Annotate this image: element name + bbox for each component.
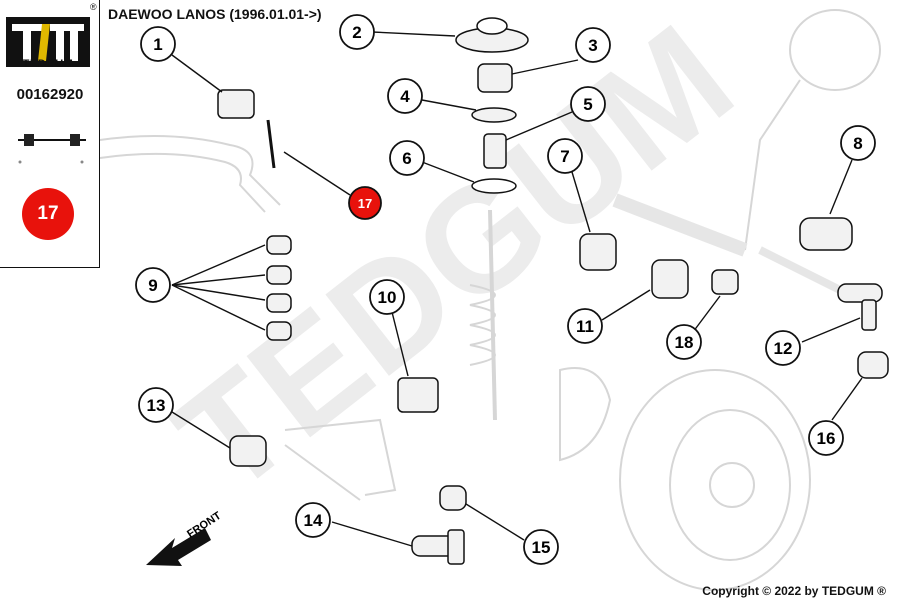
part-number: 00162920 xyxy=(16,86,84,103)
product-side-panel: ® TEDGUM 00162920 17 xyxy=(0,0,100,268)
callout-7[interactable]: 7 xyxy=(547,138,583,174)
part-8-dust-boot[interactable] xyxy=(799,217,853,251)
part-4-spring-seat[interactable] xyxy=(471,107,517,123)
callout-label: 16 xyxy=(817,429,836,448)
part-callout-badge: 17 xyxy=(22,188,74,240)
tedgum-logo xyxy=(6,17,90,67)
front-direction-arrow: FRONT xyxy=(146,510,224,566)
callout-label: 17 xyxy=(358,196,372,211)
callout-8[interactable]: 8 xyxy=(840,125,876,161)
callout-10[interactable]: 10 xyxy=(369,279,405,315)
callout-label: 13 xyxy=(147,396,166,415)
part-3-bearing-cup[interactable] xyxy=(477,63,513,93)
callout-18[interactable]: 18 xyxy=(666,324,702,360)
vehicle-title: DAEWOO LANOS (1996.01.01->) xyxy=(108,6,322,22)
part-17-link-rod[interactable] xyxy=(266,119,276,169)
callout-9[interactable]: 9 xyxy=(135,267,171,303)
part-6-washer[interactable] xyxy=(471,178,517,194)
callout-label: 5 xyxy=(583,95,592,114)
part-16-ball-joint-boot[interactable] xyxy=(857,351,889,379)
callout-label: 18 xyxy=(675,333,694,352)
part-18-bushing[interactable] xyxy=(711,269,739,295)
copyright-notice: Copyright © 2022 by TEDGUM ® xyxy=(702,584,886,598)
callout-label: 9 xyxy=(148,276,157,295)
brand-name: TEDGUM xyxy=(22,58,74,70)
callout-label: 4 xyxy=(400,87,410,106)
callout-3[interactable]: 3 xyxy=(575,27,611,63)
callout-17-highlight[interactable]: 17 xyxy=(348,186,382,220)
callout-label: 8 xyxy=(853,134,862,153)
callout-1[interactable]: 1 xyxy=(140,26,176,62)
part-15-ball-joint-boot[interactable] xyxy=(439,485,467,511)
callout-13[interactable]: 13 xyxy=(138,387,174,423)
part-5-bump-stop[interactable] xyxy=(483,133,507,169)
background-suspension-drawing xyxy=(99,9,881,591)
callout-label: 2 xyxy=(352,23,361,42)
callout-label: 11 xyxy=(576,317,594,336)
leader-lines xyxy=(171,31,863,547)
callout-5[interactable]: 5 xyxy=(570,86,606,122)
callout-12[interactable]: 12 xyxy=(765,330,801,366)
callout-label: 3 xyxy=(588,36,597,55)
callout-15[interactable]: 15 xyxy=(523,529,559,565)
callout-label: 14 xyxy=(304,511,323,530)
part-13-bushing[interactable] xyxy=(229,435,267,467)
callout-6[interactable]: 6 xyxy=(389,140,425,176)
part-14-ball-joint[interactable] xyxy=(411,529,465,565)
part-11-bushing[interactable] xyxy=(651,259,689,299)
link-rod-thumbnail xyxy=(18,134,86,164)
callout-14[interactable]: 14 xyxy=(295,502,331,538)
callout-label: 7 xyxy=(560,147,569,166)
callout-label: 10 xyxy=(378,288,397,307)
callout-label: 15 xyxy=(532,538,551,557)
callout-2[interactable]: 2 xyxy=(339,14,375,50)
callout-label: 6 xyxy=(402,149,411,168)
callout-11[interactable]: 11 xyxy=(567,308,603,344)
part-12-tie-rod-end[interactable] xyxy=(837,283,883,331)
callout-label: 1 xyxy=(153,35,162,54)
callout-4[interactable]: 4 xyxy=(387,78,423,114)
part-2-strut-mount[interactable] xyxy=(455,17,529,53)
part-9-bushing-set[interactable] xyxy=(266,235,292,341)
part-10-bushing[interactable] xyxy=(397,377,439,413)
part-7-bushing[interactable] xyxy=(579,233,617,271)
callout-16[interactable]: 16 xyxy=(808,420,844,456)
callout-label: 12 xyxy=(774,339,793,358)
registered-mark: ® xyxy=(90,2,97,12)
part-1-stabilizer-bushing[interactable] xyxy=(217,89,255,119)
